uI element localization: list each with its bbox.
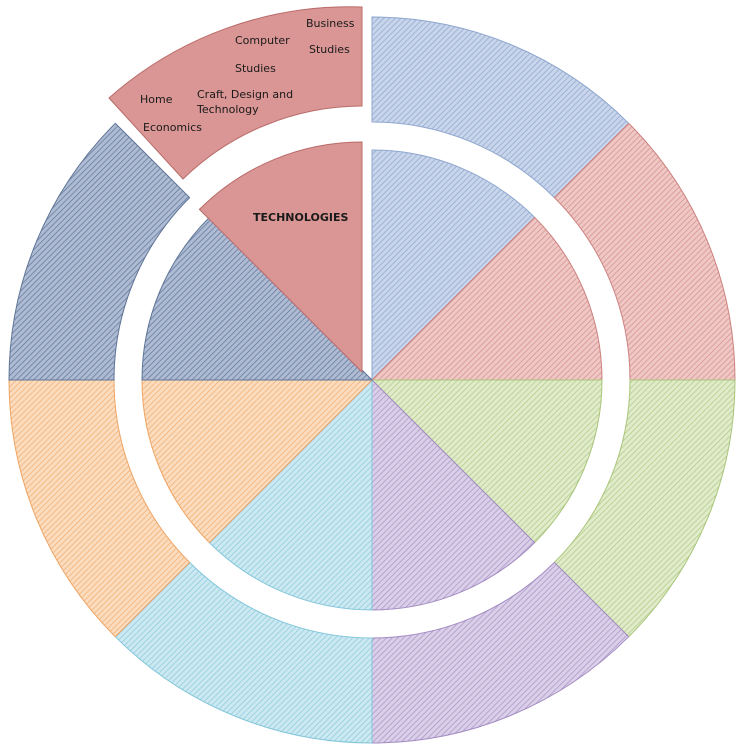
inner-segment-purple[interactable]	[371, 378, 536, 611]
inner-segment-aqua[interactable]	[208, 378, 373, 611]
inner-segment-orange[interactable]	[141, 379, 374, 544]
label-technologies: TECHNOLOGIES	[253, 211, 349, 224]
label-technology: Technology	[197, 103, 259, 116]
label-economics: Economics	[143, 121, 202, 134]
label-computer: Computer	[235, 34, 290, 47]
inner-segment-blue[interactable]	[371, 149, 536, 382]
label-home-economics: Home Economics	[140, 92, 202, 135]
label-business: Business	[306, 17, 355, 30]
label-craft-design: Craft, Design and	[197, 88, 294, 101]
inner-segment-technologies[interactable]	[198, 141, 363, 374]
label-computer-studies: Computer Studies	[235, 33, 290, 76]
inner-segment-green[interactable]	[370, 379, 603, 544]
label-home: Home	[140, 93, 173, 106]
label-studies-2: Studies	[235, 62, 276, 75]
outer-segment-technologies[interactable]	[108, 6, 363, 180]
inner-segment-navy[interactable]	[141, 216, 374, 381]
inner-pie	[141, 141, 603, 611]
label-studies-1: Studies	[309, 43, 350, 56]
outer-ring	[8, 6, 736, 744]
outer-segment-navy[interactable]	[8, 122, 191, 381]
label-business-studies: Business Studies	[306, 16, 355, 57]
inner-segment-red[interactable]	[370, 216, 603, 381]
label-craft-design-technology: Craft, Design and Technology	[197, 87, 293, 117]
